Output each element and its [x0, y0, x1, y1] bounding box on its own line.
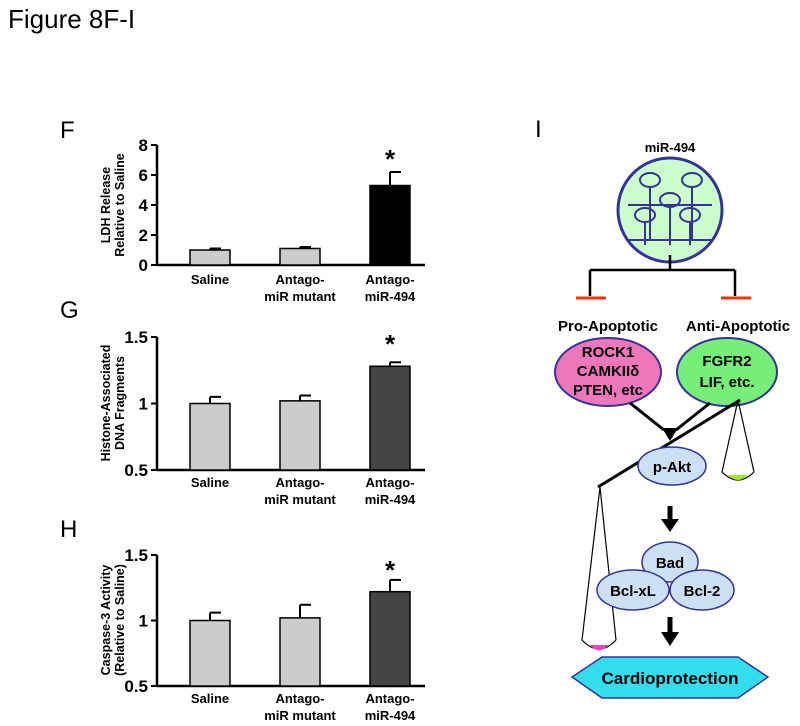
y-tick-label: 1.5 — [124, 546, 148, 565]
pan-right-string-1 — [721, 399, 739, 473]
bcl-xl-ellipse — [596, 569, 670, 611]
panel-letter-g: G — [60, 297, 79, 324]
category-label: miR-494 — [365, 708, 416, 723]
y-axis-label: (Relative to Saline) — [113, 564, 127, 676]
mir-label: miR-494 — [645, 140, 696, 155]
category-label: Antago- — [275, 691, 324, 706]
significance-star: * — [385, 329, 396, 359]
bar — [189, 402, 231, 471]
category-label: miR mutant — [264, 289, 336, 304]
pro-header: Pro-Apoptotic — [558, 318, 658, 335]
y-axis-label: LDH Release — [99, 167, 113, 243]
bar — [369, 590, 411, 687]
panel-letter-i: I — [535, 116, 542, 143]
y-tick-label: 0.5 — [124, 677, 148, 696]
arrow-to-bad-head — [661, 519, 679, 532]
significance-star: * — [385, 144, 396, 174]
arrow-head-balance — [662, 428, 678, 441]
anti-header: Anti-Apoptotic — [686, 318, 790, 335]
category-label: miR-494 — [365, 289, 416, 304]
y-tick-label: 8 — [139, 136, 148, 155]
y-axis-label: Histone-Associated — [99, 345, 113, 462]
panel-letter-f: F — [60, 117, 75, 144]
figure-title: Figure 8F-I — [8, 4, 136, 34]
pan-left-string-1 — [581, 486, 601, 641]
pan-left-string-2 — [599, 486, 617, 641]
pro-target-1: ROCK1 — [582, 344, 635, 361]
panel-letter-h: H — [60, 516, 77, 543]
bcl-2-label: Bcl-2 — [684, 583, 721, 600]
bad-ellipse — [641, 541, 699, 583]
bcl-2-ellipse — [669, 569, 735, 611]
y-tick-label: 0.5 — [124, 461, 148, 480]
y-tick-label: 1 — [139, 395, 148, 414]
converging-arrows — [629, 401, 711, 432]
bar — [189, 249, 231, 266]
y-tick-label: 0 — [139, 256, 148, 275]
balance-pan-left — [581, 486, 617, 650]
pro-target-2: CAMKIIδ — [577, 363, 639, 380]
significance-star: * — [385, 555, 396, 585]
bad-label: Bad — [656, 555, 684, 572]
pathway-diagram: miR-494 Pro-Apoptotic Anti-Apoptotic — [554, 140, 790, 699]
y-tick-label: 1 — [139, 612, 148, 631]
category-label: miR mutant — [264, 492, 336, 507]
y-axis-label: Caspase-3 Activity — [99, 565, 113, 676]
category-label: Antago- — [365, 272, 414, 287]
bcl-complex — [596, 541, 735, 611]
bar — [189, 619, 231, 687]
bar — [279, 617, 321, 687]
y-tick-label: 1.5 — [124, 328, 148, 347]
arrow-from-pro — [629, 401, 665, 432]
pro-weight — [590, 645, 608, 651]
category-label: Saline — [191, 475, 229, 490]
y-tick-label: 2 — [139, 226, 148, 245]
category-label: Saline — [191, 272, 229, 287]
pro-target-3: PTEN, etc — [573, 382, 643, 399]
pro-apoptotic-ellipse — [554, 337, 662, 407]
category-label: Antago- — [275, 475, 324, 490]
y-axis-label: DNA Fragments — [113, 356, 127, 450]
category-label: miR-494 — [365, 492, 416, 507]
y-tick-label: 4 — [139, 196, 149, 215]
p-akt-ellipse — [637, 446, 707, 486]
bcl-xl-label: Bcl-xL — [610, 583, 656, 600]
category-label: Antago- — [275, 272, 324, 287]
category-label: Saline — [191, 691, 229, 706]
y-axis-label: Relative to Saline — [113, 153, 127, 257]
category-label: Antago- — [365, 691, 414, 706]
cardioprotection-hexagon — [570, 656, 770, 699]
pan-right-string-2 — [737, 399, 755, 473]
arrow-to-outcome-head — [661, 632, 679, 646]
balance-pan-right — [721, 399, 755, 481]
bar — [279, 247, 321, 266]
category-label: Antago- — [365, 475, 414, 490]
y-tick-label: 6 — [139, 166, 148, 185]
bar — [369, 365, 411, 471]
p-akt-label: p-Akt — [653, 459, 691, 476]
inhibition-branches — [588, 255, 737, 296]
arrow-from-anti — [675, 401, 711, 432]
cardioprotection-label: Cardioprotection — [602, 669, 739, 688]
anti-weight — [728, 475, 748, 480]
anti-target-1: FGFR2 — [702, 353, 751, 370]
mir-glyphs — [628, 172, 712, 245]
anti-target-2: LIF, etc. — [699, 374, 754, 391]
category-label: miR mutant — [264, 708, 336, 723]
balance-beam — [597, 398, 741, 489]
anti-apoptotic-ellipse — [676, 337, 778, 407]
bar — [279, 400, 321, 471]
bar — [369, 184, 411, 266]
